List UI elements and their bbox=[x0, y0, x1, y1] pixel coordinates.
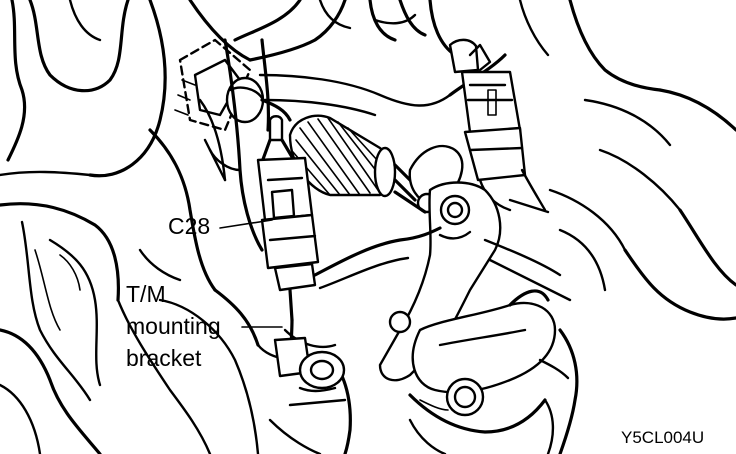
engine-block-outline bbox=[0, 0, 212, 454]
shift-lever bbox=[378, 181, 572, 382]
c28-label: C28 bbox=[168, 213, 211, 239]
cylindrical-sensor bbox=[288, 114, 422, 202]
figure-code: Y5CL004U bbox=[621, 428, 705, 447]
bracket-label-line3: bracket bbox=[126, 345, 202, 371]
lower-linkage bbox=[408, 289, 579, 454]
right-connector bbox=[448, 38, 550, 214]
c28-leader-line bbox=[219, 219, 273, 229]
c28-connector bbox=[256, 115, 320, 322]
bracket-label-line1: T/M bbox=[126, 281, 166, 307]
upper-harness-pipes bbox=[233, 0, 736, 321]
bracket-label-line2: mounting bbox=[126, 313, 221, 339]
vertical-pipe bbox=[203, 38, 271, 252]
bracket-bolt bbox=[273, 336, 347, 407]
